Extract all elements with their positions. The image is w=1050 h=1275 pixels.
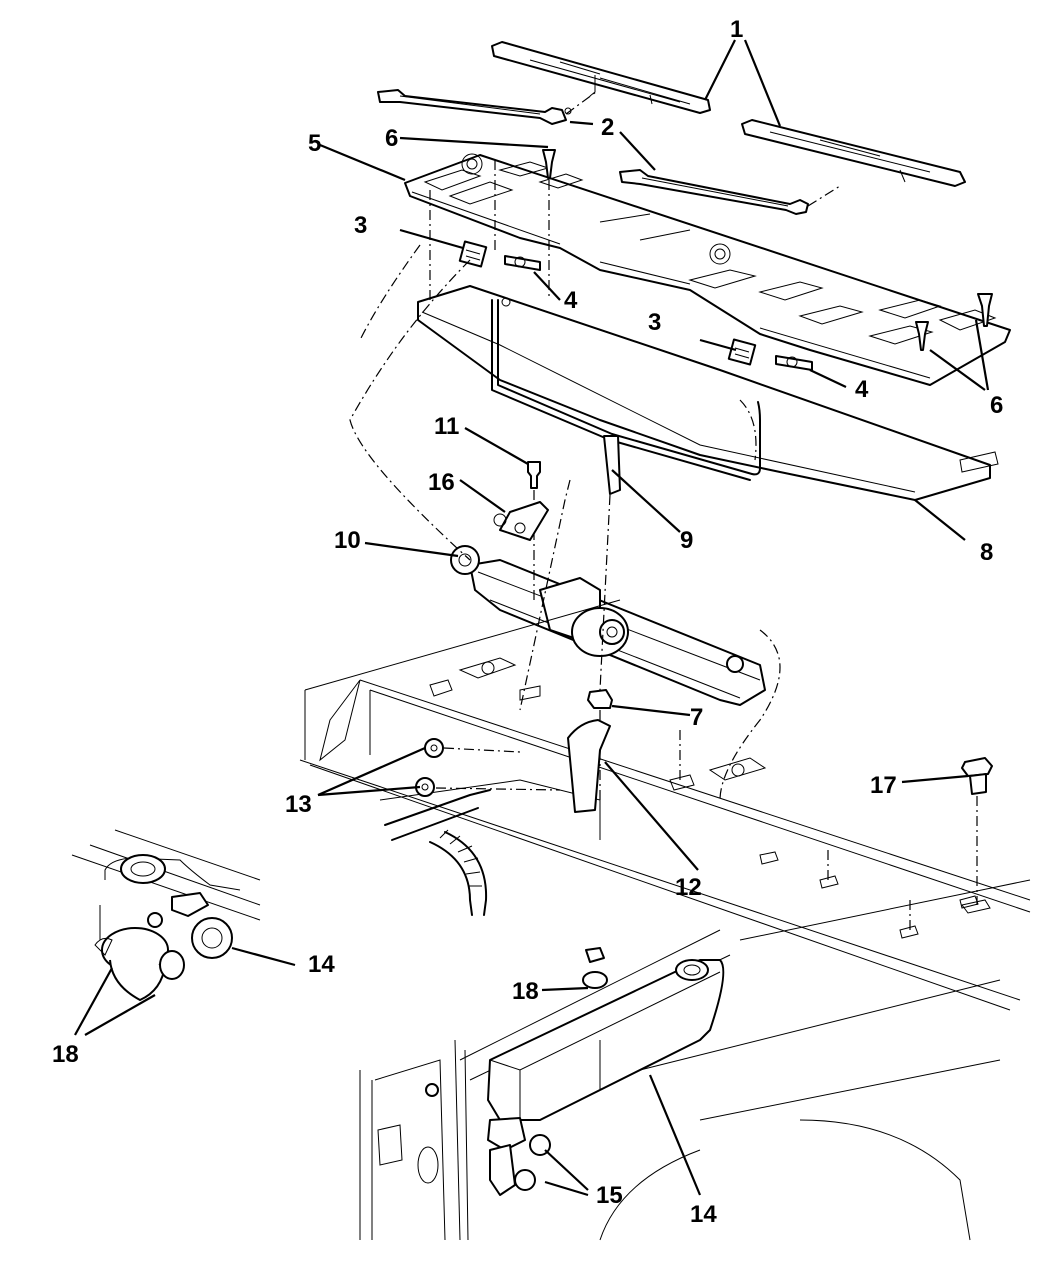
- callout-11: 11: [434, 413, 459, 440]
- callout-labels: 1 2 3 3 4 4 5 6 6 7 8 9 10 11 12 13 14 1…: [52, 16, 1003, 1228]
- callout-16: 16: [428, 469, 455, 496]
- push-pin-right-1: [915, 321, 929, 351]
- callout-4-left: 4: [564, 287, 578, 314]
- washer-hose: [491, 299, 761, 495]
- callout-18-bottom: 18: [512, 978, 539, 1005]
- push-pin-upper: [542, 149, 556, 300]
- nut-13-upper: [424, 738, 521, 758]
- wiper-blade-upper: [491, 41, 711, 114]
- callout-12: 12: [675, 874, 702, 901]
- callout-3-left: 3: [354, 212, 367, 239]
- hose-connector-left: [504, 255, 541, 271]
- callout-13: 13: [285, 791, 312, 818]
- clip-17: [961, 757, 993, 914]
- cowl-panel: [404, 153, 1011, 386]
- callout-3-right: 3: [648, 309, 661, 336]
- motor-bracket-16: [493, 501, 549, 541]
- callout-17: 17: [870, 772, 897, 799]
- callout-6-right: 6: [990, 392, 1003, 419]
- bracket-12: [567, 719, 611, 813]
- leader-lines: [74, 39, 990, 1197]
- callout-4-right: 4: [855, 376, 869, 403]
- washer-nozzle-right: [727, 338, 757, 366]
- callout-14-bottom: 14: [690, 1201, 717, 1228]
- callout-2: 2: [601, 114, 614, 141]
- assembly-guide-lines: [349, 160, 781, 801]
- callout-1: 1: [730, 16, 743, 43]
- hose-connector-right: [775, 355, 813, 371]
- reservoir-inset-bottom: [359, 929, 1001, 1241]
- push-pin-right-2: [977, 293, 993, 327]
- callout-7: 7: [690, 704, 703, 731]
- callout-14-left: 14: [308, 951, 335, 978]
- callout-18-left: 18: [52, 1041, 79, 1068]
- bolt-11: [527, 461, 541, 600]
- washer-nozzle-left: [458, 240, 488, 268]
- wiper-linkage-motor: [450, 545, 766, 706]
- callout-5: 5: [308, 130, 321, 157]
- wiper-blade-lower: [741, 119, 966, 187]
- callout-8: 8: [980, 539, 993, 566]
- callout-9: 9: [680, 527, 693, 554]
- vehicle-cowl-structure: [299, 599, 1031, 1011]
- wiper-arm-lower: [619, 169, 841, 215]
- wiper-arm-upper: [377, 89, 597, 125]
- cowl-seal-plenum: [417, 285, 999, 501]
- wiring-harness: [384, 789, 491, 916]
- nut-13-lower: [415, 777, 561, 797]
- callout-15: 15: [596, 1182, 623, 1209]
- callout-10: 10: [334, 527, 361, 554]
- reservoir-inset-left: [71, 829, 261, 1001]
- callout-6-upper: 6: [385, 125, 398, 152]
